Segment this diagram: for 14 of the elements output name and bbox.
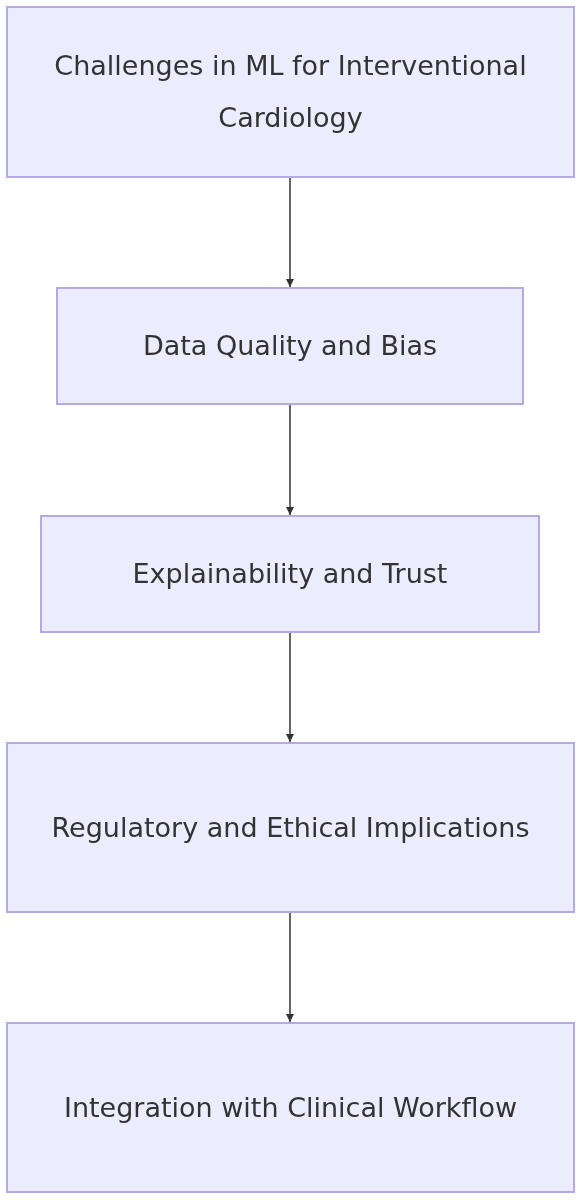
node-label: Regulatory and Ethical Implications — [51, 810, 530, 845]
process-box — [56, 287, 524, 405]
arrow — [286, 177, 294, 288]
process-box — [6, 1022, 575, 1193]
process-box — [40, 515, 540, 633]
arrow — [286, 404, 294, 516]
node-label: Explainability and Trust — [132, 557, 448, 591]
node-label: Integration with Clinical Workflow — [63, 1090, 518, 1125]
node-label: Challenges in ML for Interventional Cardiology — [53, 49, 528, 135]
node-label: Data Quality and Bias — [142, 329, 438, 363]
process-box — [6, 742, 575, 913]
process-box — [6, 6, 575, 178]
arrow — [286, 912, 294, 1023]
arrow — [286, 632, 294, 743]
